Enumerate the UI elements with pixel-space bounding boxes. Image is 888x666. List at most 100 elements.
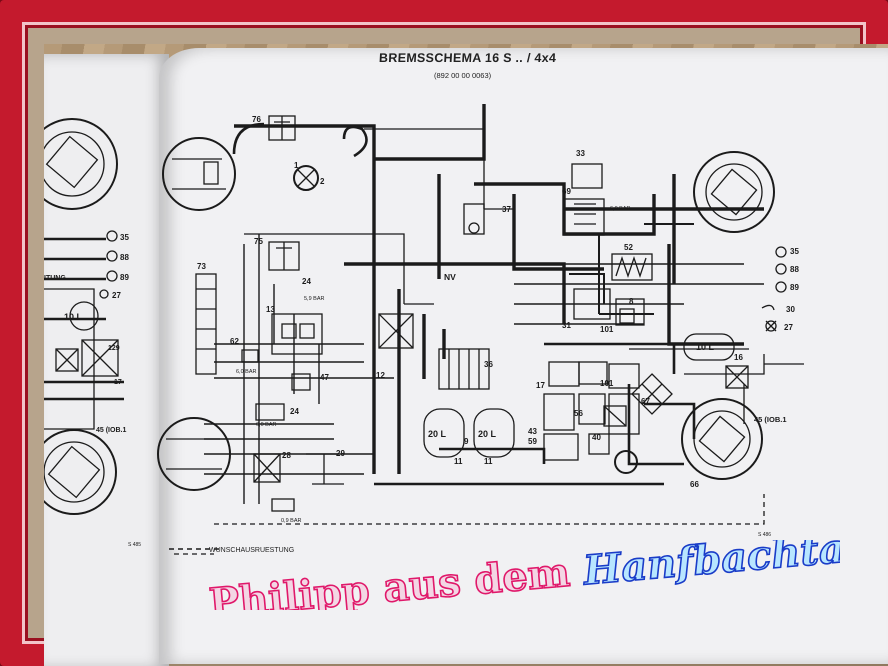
brake-schematic: 761275732413624724282937NV12363369523110…: [44, 104, 804, 555]
component-label-52: 52: [624, 243, 633, 252]
component-73: [195, 273, 217, 375]
component-label-37: 37: [502, 205, 511, 214]
tank-10l: [683, 333, 735, 361]
port-label-right: 35: [790, 247, 799, 256]
schematic-title: BREMSSCHEMA 16 S .. / 4x4: [378, 51, 557, 65]
component-label-45: 45 (IOB.1: [754, 415, 787, 424]
component-28: [253, 453, 281, 483]
component-label-11a: 11: [454, 457, 463, 466]
component-75: [268, 241, 300, 271]
pressure-label: 0,9 BAR: [281, 518, 302, 524]
watermark-text: Philipp aus dem Hanfbachtal: [207, 540, 840, 610]
component-label-1: 1: [294, 161, 299, 170]
component-24: [255, 403, 285, 421]
port-label-left: 35: [120, 233, 129, 242]
component-label-59: 59: [528, 437, 537, 446]
component-label-62: 62: [230, 337, 239, 346]
component-label-9: 9: [464, 437, 469, 446]
component-52: [611, 253, 653, 281]
port-label-left: 89: [120, 273, 129, 282]
tank-20l-a: [423, 408, 465, 458]
legend-label: WUNSCHAUSRUESTUNG: [209, 547, 295, 554]
component-label-16: 16: [734, 353, 743, 362]
component-62: [241, 349, 259, 363]
component-label-47: 47: [320, 373, 329, 382]
port-label-right: 27: [784, 323, 793, 332]
pressure-label: 5,9 BAR: [304, 296, 325, 302]
port-label-right: 88: [790, 265, 799, 274]
component-label-nv: NV: [444, 272, 456, 282]
component-67: [631, 373, 673, 415]
watermark-part1: Philipp aus dem: [207, 548, 585, 610]
wheel-front-right: [693, 151, 775, 233]
component-label-67: 67: [641, 397, 650, 406]
page-number-right: S 486: [758, 532, 772, 538]
left-wheel-bottom: [44, 429, 117, 515]
wheel-front-left: [162, 137, 236, 211]
component-label-17: 17: [536, 381, 545, 390]
schematic-subtitle: (892 00 00 0063): [434, 71, 492, 80]
left-page-label: ITUNG: [44, 275, 66, 282]
component-label-76: 76: [252, 115, 261, 124]
component-label-56: 56: [574, 409, 583, 418]
component-label-2: 2: [320, 177, 325, 186]
component-37: [463, 203, 485, 235]
component-31-101: [573, 288, 645, 326]
component-label-36: 36: [484, 360, 493, 369]
component-label-24a: 24: [302, 277, 311, 286]
component-label-40: 40: [592, 433, 601, 442]
tank-label: 10 L: [64, 312, 83, 322]
tank-label: 20 L: [428, 429, 447, 439]
watermark-signature: Philipp aus dem Hanfbachtal: [206, 540, 840, 610]
watermark-part2: Hanfbachtal: [581, 540, 840, 594]
component-label-11b: 11: [484, 457, 493, 466]
tank-label: 10 L: [696, 342, 715, 352]
component-36: [438, 348, 490, 390]
pressure-label: 6,0 BAR: [236, 369, 257, 375]
page-number-left: S 485: [128, 542, 142, 548]
pressure-label: 6,0 BAR: [256, 422, 277, 428]
component-13: [271, 313, 323, 355]
component-0.9bar: [271, 498, 295, 512]
port-label-right: 89: [790, 283, 799, 292]
component-47: [291, 373, 311, 391]
component-compressor: [293, 165, 319, 191]
left-page-label: 129: [108, 345, 120, 352]
left-wheel-top: [44, 118, 118, 210]
component-label-28: 28: [282, 451, 291, 460]
port-label-left: 27: [112, 291, 121, 300]
component-label-8: 8: [629, 297, 634, 306]
tank-20l-b: [473, 408, 515, 458]
pressure-label: 6,0 BAR: [610, 206, 631, 212]
component-8: [619, 308, 635, 324]
component-12: [378, 313, 414, 349]
component-label-75: 75: [254, 237, 263, 246]
component-label-101a: 101: [600, 325, 614, 334]
component-label-29: 29: [336, 449, 345, 458]
left-page-label: 17: [114, 379, 122, 386]
tank-label: 20 L: [478, 429, 497, 439]
component-33-69: [563, 163, 605, 236]
component-label-66: 66: [690, 480, 699, 489]
port-label-left: 88: [120, 253, 129, 262]
component-label-101b: 101: [600, 379, 614, 388]
book-right-page: [159, 48, 888, 664]
component-label-12: 12: [376, 371, 385, 380]
component-label-69: 69: [562, 187, 571, 196]
component-label-24b: 24: [290, 407, 299, 416]
component-16: [725, 365, 749, 389]
book-left-page: [44, 54, 169, 666]
component-label-31: 31: [562, 321, 571, 330]
left-page-label: 45 (IOB.1: [96, 427, 126, 434]
component-label-73: 73: [197, 262, 206, 271]
component-label-13: 13: [266, 305, 275, 314]
component-label-33: 33: [576, 149, 585, 158]
component-29: [306, 453, 344, 485]
component-76: [268, 115, 296, 141]
component-label-43: 43: [528, 427, 537, 436]
port-label-right: 30: [786, 305, 795, 314]
component-17-cluster: [543, 361, 640, 461]
component-40: [603, 405, 627, 427]
